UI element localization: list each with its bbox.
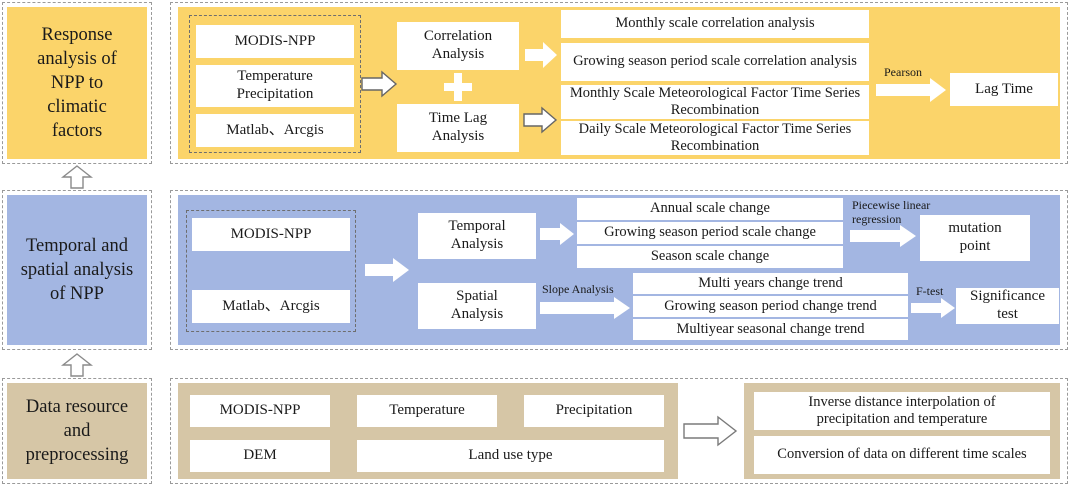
source-precipitation: Precipitation xyxy=(524,395,664,427)
daily-meteorological-recombination-box: Daily Scale Meteorological Factor Time S… xyxy=(561,121,869,155)
row-title-data: Data resource and preprocessing xyxy=(7,383,147,479)
right-arrow-icon xyxy=(525,42,557,68)
right-arrow-icon xyxy=(361,70,398,98)
right-arrow-icon xyxy=(876,78,946,102)
right-arrow-icon xyxy=(365,258,409,282)
correlation-analysis-box: Correlation Analysis xyxy=(397,22,519,70)
response-input-climate: Temperature Precipitation xyxy=(196,65,354,107)
row-title-spatiotemporal: Temporal and spatial analysis of NPP xyxy=(7,195,147,345)
time-scale-conversion-box: Conversion of data on different time sca… xyxy=(754,436,1050,474)
row-title-response-text: Response analysis of NPP to climatic fac… xyxy=(37,24,117,142)
growing-season-change-trend-box: Growing season period change trend xyxy=(633,296,908,317)
monthly-correlation-box: Monthly scale correlation analysis xyxy=(561,10,869,38)
piecewise-regression-label: Piecewise linear regression xyxy=(852,198,931,226)
source-temperature: Temperature xyxy=(357,395,497,427)
response-input-tools: Matlab、Arcgis xyxy=(196,114,354,147)
mutation-point-box: mutation point xyxy=(920,215,1030,261)
multi-years-change-trend-box: Multi years change trend xyxy=(633,273,908,294)
row-title-frame-spatiotemporal xyxy=(2,190,152,350)
data-panel-frame xyxy=(170,378,1068,484)
slope-analysis-label: Slope Analysis xyxy=(542,282,614,296)
spatiotemporal-input-tools: Matlab、Arcgis xyxy=(192,290,350,323)
row-title-data-text: Data resource and preprocessing xyxy=(25,396,129,466)
row-title-frame-response xyxy=(2,2,152,164)
right-arrow-icon xyxy=(540,297,630,319)
row-title-frame-data xyxy=(2,378,152,484)
row-title-spatiotemporal-text: Temporal and spatial analysis of NPP xyxy=(20,235,134,305)
significance-test-box: Significance test xyxy=(956,288,1059,324)
row-title-response: Response analysis of NPP to climatic fac… xyxy=(7,7,147,159)
response-input-group xyxy=(189,15,361,153)
growing-season-scale-change-box: Growing season period scale change xyxy=(577,222,843,244)
up-arrow-icon xyxy=(60,353,94,377)
right-arrow-icon xyxy=(850,225,916,247)
source-land-use-type: Land use type xyxy=(357,440,664,472)
f-test-label: F-test xyxy=(916,284,944,298)
spatial-analysis-box: Spatial Analysis xyxy=(418,283,536,329)
time-lag-analysis-box: Time Lag Analysis xyxy=(397,104,519,152)
source-modis-npp: MODIS-NPP xyxy=(190,395,330,427)
temporal-analysis-box: Temporal Analysis xyxy=(418,213,536,259)
lag-time-box: Lag Time xyxy=(950,73,1058,106)
spatiotemporal-input-group xyxy=(186,210,356,332)
monthly-meteorological-recombination-box: Monthly Scale Meteorological Factor Time… xyxy=(561,85,869,119)
idw-interpolation-box: Inverse distance interpolation of precip… xyxy=(754,392,1050,430)
up-arrow-icon xyxy=(60,165,94,189)
right-arrow-icon xyxy=(540,223,574,245)
plus-icon-vertical xyxy=(454,73,462,101)
annual-scale-change-box: Annual scale change xyxy=(577,198,843,220)
growing-season-correlation-box: Growing season period scale correlation … xyxy=(561,43,869,81)
right-arrow-icon xyxy=(523,106,558,134)
source-dem: DEM xyxy=(190,440,330,472)
spatiotemporal-panel-frame xyxy=(170,190,1068,350)
response-panel-frame xyxy=(170,2,1068,164)
multiyear-seasonal-change-trend-box: Multiyear seasonal change trend xyxy=(633,319,908,340)
season-scale-change-box: Season scale change xyxy=(577,246,843,268)
right-arrow-icon xyxy=(911,298,955,318)
right-arrow-icon xyxy=(683,415,738,447)
pearson-label: Pearson xyxy=(884,65,922,79)
spatiotemporal-input-modis: MODIS-NPP xyxy=(192,218,350,251)
response-input-modis: MODIS-NPP xyxy=(196,25,354,58)
